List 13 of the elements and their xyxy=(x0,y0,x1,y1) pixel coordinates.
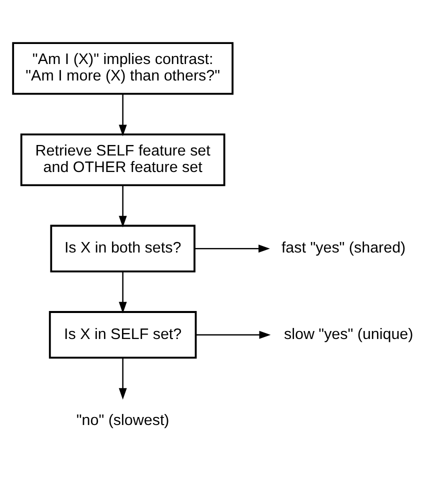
node-text: "no" (slowest) xyxy=(76,412,170,429)
arrow xyxy=(118,185,127,227)
node-text: slow "yes" (unique) xyxy=(284,325,414,342)
node-text: fast "yes" (shared) xyxy=(281,239,406,256)
node-box: Is X in both sets? xyxy=(50,224,196,272)
arrow xyxy=(194,244,270,252)
node-box: Retrieve SELF feature set and OTHER feature set xyxy=(20,132,226,186)
node-box: "Am I (X)" implies contrast: "Am I more (X) than others?" xyxy=(12,42,234,94)
arrow xyxy=(118,93,127,136)
node-box: Is X in SELF set? xyxy=(48,310,197,358)
arrow xyxy=(196,330,271,338)
arrow xyxy=(118,358,127,400)
arrow xyxy=(118,271,127,313)
